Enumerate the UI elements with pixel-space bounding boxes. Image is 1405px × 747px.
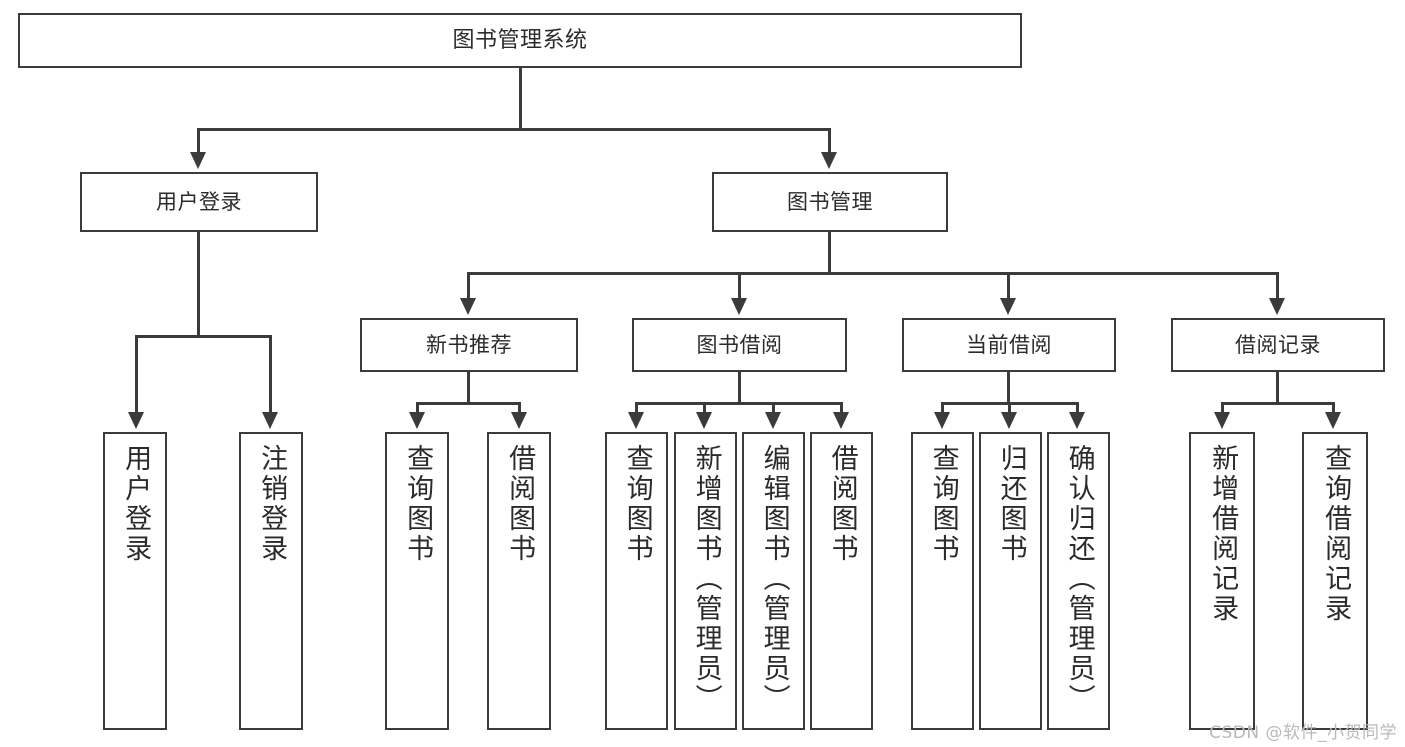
node-book-borrow[interactable]: 图书借阅	[632, 318, 847, 372]
connector-record-stem	[1276, 372, 1279, 404]
node-label: 图书管理系统	[452, 27, 588, 53]
arrowhead-record-leaf-0	[1214, 412, 1230, 429]
arrowhead-root-to-bookmgmt	[821, 152, 837, 169]
arrowhead-bookmgmt-l3-2	[1000, 298, 1016, 315]
connector-bookmgmt-to-l3-0	[467, 272, 470, 300]
connector-root-bar	[197, 128, 831, 131]
leaf-current-query-book[interactable]: 查询图书	[911, 432, 974, 730]
arrowhead-root-to-login	[190, 152, 206, 169]
arrowhead-newbook-leaf-1	[511, 412, 527, 429]
leaf-borrow-add-book-admin[interactable]: 新增图书（管理员）	[674, 432, 737, 730]
node-current-borrow[interactable]: 当前借阅	[902, 318, 1116, 372]
connector-bookmgmt-stem	[828, 232, 831, 274]
connector-borrow-leaf-1	[703, 402, 706, 414]
connector-record-leaf-1	[1332, 402, 1335, 414]
node-label: 编辑图书（管理员）	[758, 444, 790, 714]
connector-newbook-leaf-0	[416, 402, 419, 414]
node-label: 用户登录	[156, 189, 242, 214]
arrowhead-borrow-leaf-3	[833, 412, 849, 429]
arrowhead-bookmgmt-l3-3	[1269, 298, 1285, 315]
connector-record-bar	[1221, 402, 1335, 405]
leaf-current-return-book[interactable]: 归还图书	[979, 432, 1042, 730]
node-label: 借阅图书	[826, 444, 858, 564]
arrowhead-current-leaf-0	[934, 412, 950, 429]
node-root-system[interactable]: 图书管理系统	[18, 13, 1022, 68]
connector-root-to-login	[197, 128, 200, 154]
node-label: 新增图书（管理员）	[690, 444, 722, 714]
connector-login-stem	[197, 232, 200, 337]
connector-borrow-stem	[738, 372, 741, 404]
arrowhead-borrow-leaf-0	[628, 412, 644, 429]
connector-newbook-bar	[416, 402, 521, 405]
connector-login-bar	[135, 335, 272, 338]
leaf-newbook-query-book[interactable]: 查询图书	[385, 432, 449, 730]
connector-bookmgmt-to-l3-1	[738, 272, 741, 300]
node-label: 图书管理	[787, 189, 873, 214]
node-label: 借阅图书	[504, 444, 536, 564]
leaf-logout[interactable]: 注销登录	[239, 432, 303, 730]
node-label: 新书推荐	[426, 332, 512, 357]
connector-bookmgmt-to-l3-2	[1007, 272, 1010, 300]
node-label: 确认归还（管理员）	[1063, 444, 1095, 714]
leaf-borrow-edit-book-admin[interactable]: 编辑图书（管理员）	[742, 432, 805, 730]
arrowhead-login-leaf-0	[128, 412, 144, 429]
node-label: 新增借阅记录	[1207, 444, 1239, 624]
arrowhead-login-leaf-1	[262, 412, 278, 429]
node-new-book-recommend[interactable]: 新书推荐	[360, 318, 578, 372]
arrowhead-bookmgmt-l3-0	[460, 298, 476, 315]
node-label: 图书借阅	[696, 332, 783, 357]
node-label: 借阅记录	[1235, 332, 1321, 357]
connector-bookmgmt-bar	[467, 272, 1279, 275]
connector-current-leaf-0	[941, 402, 944, 414]
leaf-record-add-record[interactable]: 新增借阅记录	[1189, 432, 1255, 730]
leaf-user-login[interactable]: 用户登录	[103, 432, 167, 730]
connector-bookmgmt-to-l3-3	[1276, 272, 1279, 300]
arrowhead-current-leaf-2	[1069, 412, 1085, 429]
arrowhead-borrow-leaf-1	[696, 412, 712, 429]
arrowhead-borrow-leaf-2	[765, 412, 781, 429]
connector-borrow-leaf-2	[772, 402, 775, 414]
connector-root-to-bookmgmt	[828, 128, 831, 154]
leaf-record-query-record[interactable]: 查询借阅记录	[1302, 432, 1368, 730]
connector-newbook-stem	[467, 372, 470, 404]
node-book-management[interactable]: 图书管理	[712, 172, 948, 232]
connector-newbook-leaf-1	[518, 402, 521, 414]
node-borrow-record[interactable]: 借阅记录	[1171, 318, 1385, 372]
arrowhead-bookmgmt-l3-1	[731, 298, 747, 315]
leaf-newbook-borrow-book[interactable]: 借阅图书	[487, 432, 551, 730]
node-label: 查询借阅记录	[1320, 444, 1352, 624]
arrowhead-record-leaf-1	[1325, 412, 1341, 429]
connector-current-leaf-1	[1008, 402, 1011, 414]
connector-borrow-bar	[635, 402, 843, 405]
leaf-borrow-query-book[interactable]: 查询图书	[605, 432, 668, 730]
arrowhead-current-leaf-1	[1001, 412, 1017, 429]
node-label: 用户登录	[120, 444, 152, 564]
arrowhead-newbook-leaf-0	[409, 412, 425, 429]
connector-login-to-leaf-1	[269, 335, 272, 414]
node-label: 当前借阅	[966, 332, 1052, 357]
node-label: 查询图书	[927, 444, 959, 564]
node-label: 注销登录	[256, 444, 288, 564]
connector-borrow-leaf-3	[840, 402, 843, 414]
node-label: 归还图书	[995, 444, 1027, 564]
node-label: 查询图书	[621, 444, 653, 564]
connector-borrow-leaf-0	[635, 402, 638, 414]
leaf-current-confirm-return-admin[interactable]: 确认归还（管理员）	[1047, 432, 1110, 730]
node-user-login[interactable]: 用户登录	[80, 172, 318, 232]
connector-record-leaf-0	[1221, 402, 1224, 414]
connector-current-leaf-2	[1076, 402, 1079, 414]
node-label: 查询图书	[402, 444, 434, 564]
connector-root-stem	[519, 68, 522, 130]
connector-current-stem	[1007, 372, 1010, 404]
leaf-borrow-borrow-book[interactable]: 借阅图书	[810, 432, 873, 730]
connector-login-to-leaf-0	[135, 335, 138, 414]
